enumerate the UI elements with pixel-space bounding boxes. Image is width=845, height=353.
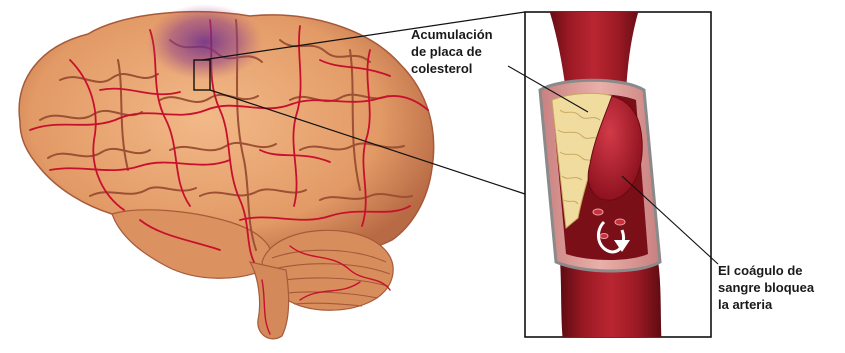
plaque-label-line2: de placa de	[411, 43, 493, 60]
clot-label-line3: la arteria	[718, 296, 814, 313]
clot-label: El coágulo de sangre bloquea la arteria	[718, 262, 814, 313]
clot-label-line2: sangre bloquea	[718, 279, 814, 296]
plaque-label: Acumulación de placa de colesterol	[411, 26, 493, 77]
clot-label-line1: El coágulo de	[718, 262, 814, 279]
plaque-label-line1: Acumulación	[411, 26, 493, 43]
brain-stem	[250, 262, 289, 339]
artery-lower	[560, 260, 662, 353]
brain-illustration	[19, 4, 434, 339]
plaque-label-line3: colesterol	[411, 60, 493, 77]
artery-inset	[525, 0, 711, 353]
ischemic-area	[147, 4, 263, 80]
